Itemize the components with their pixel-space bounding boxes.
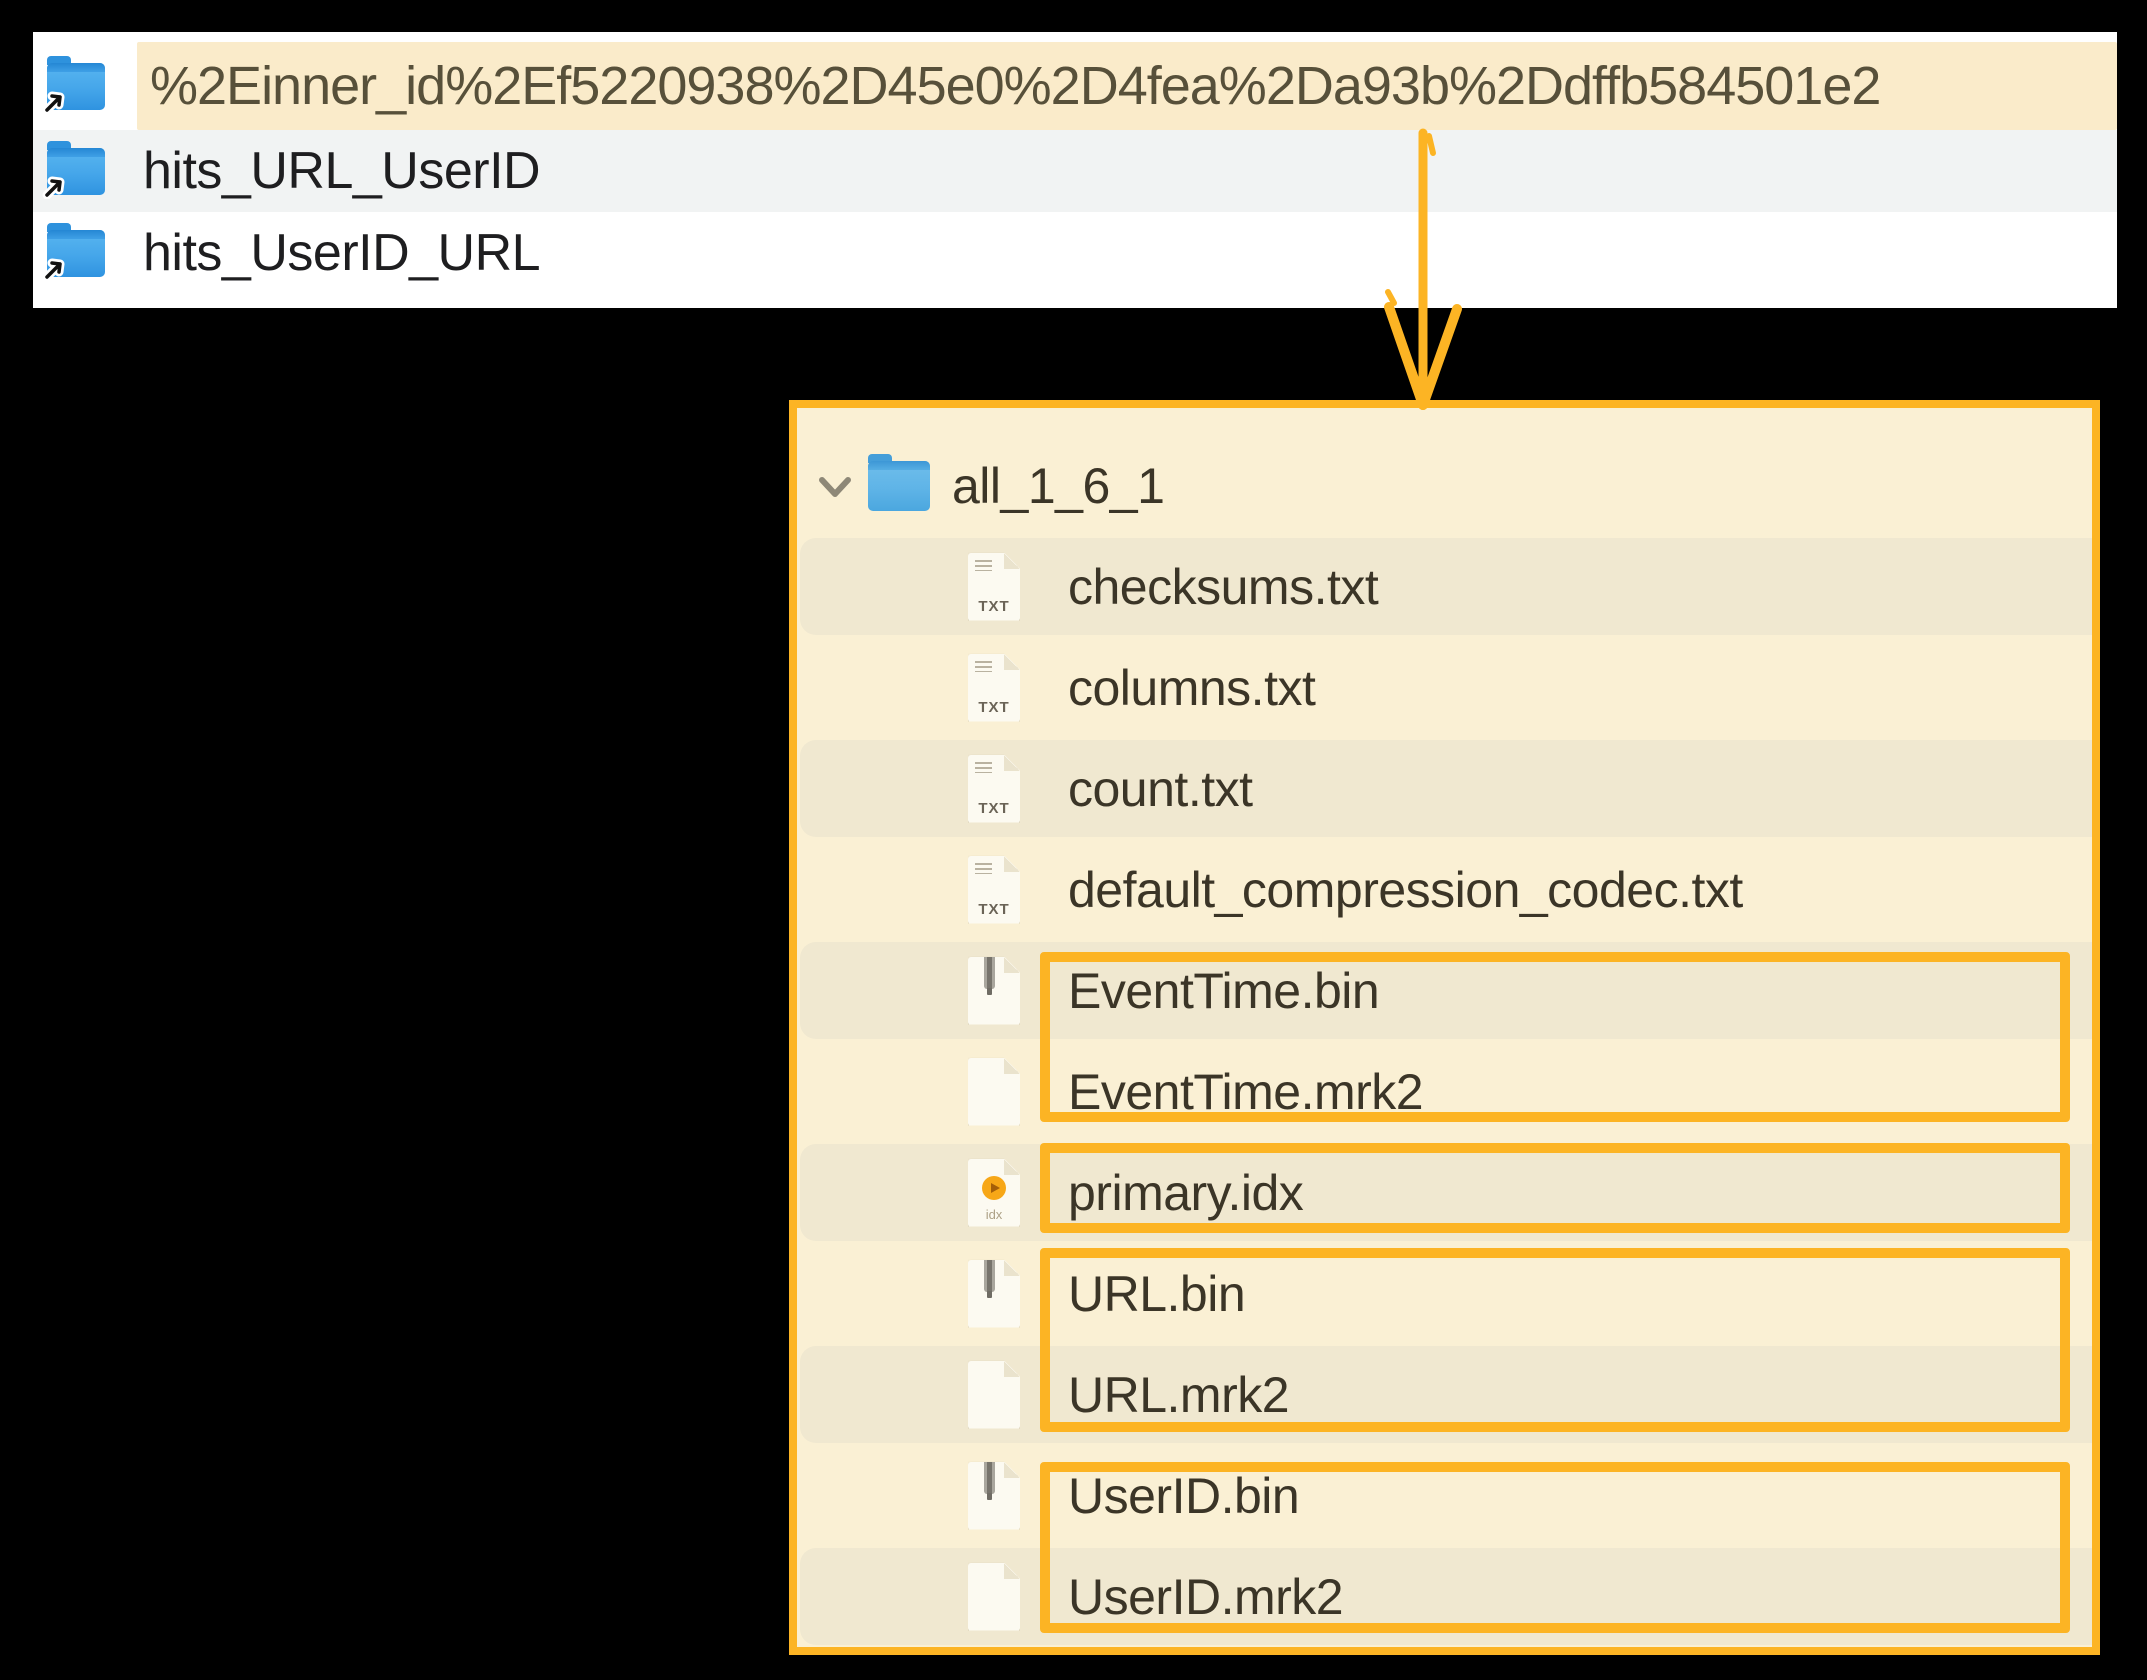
file-name: columns.txt <box>1068 659 1316 716</box>
tree-row-root-folder[interactable]: all_1_6_1 <box>797 435 2092 536</box>
file-name: UserID.mrk2 <box>1068 1568 1344 1625</box>
file-name: default_compression_codec.txt <box>1068 861 1743 918</box>
folder-alias-icon <box>42 222 105 281</box>
tree-row-file[interactable]: UserID.bin <box>797 1445 2092 1546</box>
selected-row-highlight: %2Einner_id%2Ef5220938%2D45e0%2D4fea%2Da… <box>137 42 2117 130</box>
idx-file-icon: idx <box>968 1158 1020 1227</box>
list-row-hits-userid-url[interactable]: hits_UserID_URL <box>33 212 2117 294</box>
tree-row-file[interactable]: EventTime.mrk2 <box>797 1041 2092 1142</box>
bin-file-icon <box>968 956 1020 1025</box>
highlight-box-eventtime <box>1040 952 2070 1122</box>
alias-arrow-badge-icon <box>42 176 65 199</box>
folder-icon <box>868 453 930 511</box>
mrk2-file-icon <box>968 1057 1020 1126</box>
list-row-hits-url-userid[interactable]: hits_URL_UserID <box>33 130 2117 212</box>
file-name: checksums.txt <box>1068 558 1379 615</box>
down-arrow-annotation-icon <box>1384 128 1462 410</box>
file-name: EventTime.bin <box>1068 962 1380 1019</box>
file-name: EventTime.mrk2 <box>1068 1063 1424 1120</box>
tree-row-file[interactable]: URL.bin <box>797 1243 2092 1344</box>
list-row-inner-id-folder[interactable]: %2Einner_id%2Ef5220938%2D45e0%2D4fea%2Da… <box>33 42 2117 130</box>
folder-alias-icon <box>42 55 105 114</box>
folder-alias-icon <box>42 140 105 199</box>
highlight-box-url <box>1040 1248 2070 1432</box>
tree-row-file[interactable]: TXT checksums.txt <box>797 536 2092 637</box>
tree-row-file[interactable]: TXT count.txt <box>797 738 2092 839</box>
alias-arrow-badge-icon <box>42 91 65 114</box>
txt-file-icon: TXT <box>968 552 1020 621</box>
folder-name: hits_UserID_URL <box>143 224 541 282</box>
highlight-box-primary-idx <box>1040 1143 2070 1233</box>
chevron-down-icon[interactable] <box>817 471 853 501</box>
highlight-box-userid <box>1040 1462 2070 1633</box>
part-contents-panel: all_1_6_1 TXT checksums.txt TXT columns.… <box>789 400 2100 1655</box>
alias-arrow-badge-icon <box>42 258 65 281</box>
top-folder-list-panel: %2Einner_id%2Ef5220938%2D45e0%2D4fea%2Da… <box>33 32 2117 308</box>
tree-row-file[interactable]: TXT default_compression_codec.txt <box>797 839 2092 940</box>
bin-file-icon <box>968 1461 1020 1530</box>
folder-name: all_1_6_1 <box>952 457 1165 514</box>
txt-file-icon: TXT <box>968 855 1020 924</box>
file-name: count.txt <box>1068 760 1253 817</box>
file-name: URL.mrk2 <box>1068 1366 1290 1423</box>
file-name: primary.idx <box>1068 1164 1304 1221</box>
folder-name: %2Einner_id%2Ef5220938%2D45e0%2D4fea%2Da… <box>150 56 1881 116</box>
txt-file-icon: TXT <box>968 754 1020 823</box>
file-name: URL.bin <box>1068 1265 1246 1322</box>
mrk2-file-icon <box>968 1562 1020 1631</box>
bin-file-icon <box>968 1259 1020 1328</box>
tree-row-file[interactable]: TXT columns.txt <box>797 637 2092 738</box>
folder-name: hits_URL_UserID <box>143 142 541 200</box>
txt-file-icon: TXT <box>968 653 1020 722</box>
mrk2-file-icon <box>968 1360 1020 1429</box>
file-name: UserID.bin <box>1068 1467 1300 1524</box>
